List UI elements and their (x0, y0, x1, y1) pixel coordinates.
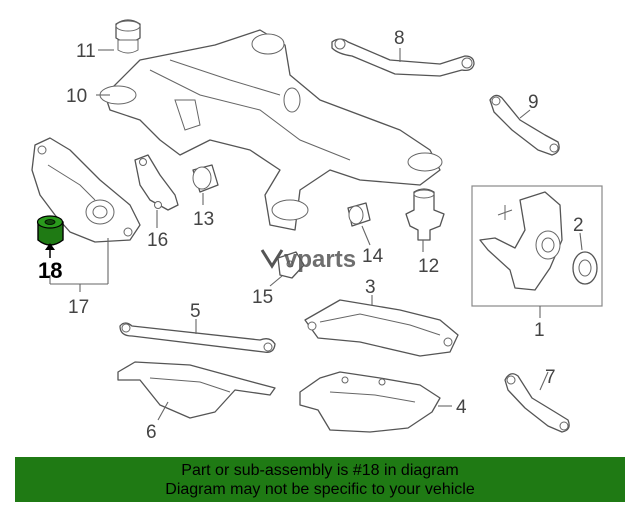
callout-labels: 1 2 3 4 5 6 7 8 9 10 11 12 13 14 15 16 1… (38, 28, 584, 443)
callout-2: 2 (573, 215, 584, 236)
callout-7: 7 (545, 367, 556, 388)
callout-12: 12 (418, 256, 439, 277)
lower-arm-part-3 (304, 299, 459, 357)
shock-mount-part-12 (405, 188, 445, 241)
mount-bracket-part-17 (31, 137, 141, 243)
part-info-banner: Part or sub-assembly is #18 in diagram D… (15, 457, 625, 502)
banner-line-disclaimer: Diagram may not be specific to your vehi… (165, 481, 475, 498)
callout-5: 5 (190, 301, 201, 322)
callout-9: 9 (528, 92, 539, 113)
leader-lines (45, 48, 583, 421)
callout-14: 14 (362, 246, 384, 267)
control-arm-part-7 (504, 373, 570, 433)
bushing-part-13 (192, 164, 219, 193)
bracket-part-16 (134, 154, 179, 211)
bushing-part-14 (347, 202, 371, 227)
callout-18-highlighted: 18 (38, 258, 62, 283)
callout-6: 6 (146, 422, 157, 443)
bracket-part-15 (277, 251, 305, 279)
callout-15: 15 (252, 287, 273, 308)
shield-part-4 (299, 371, 441, 433)
callout-11: 11 (76, 41, 96, 62)
callout-13: 13 (193, 209, 214, 230)
callout-8: 8 (394, 28, 405, 49)
control-arm-part-9 (489, 94, 560, 156)
parts-diagram: 1 2 3 4 5 6 7 8 9 10 11 12 13 14 15 16 1… (31, 19, 603, 443)
banner-line-part: Part or sub-assembly is #18 in diagram (181, 462, 459, 479)
link-rod-part-5 (119, 322, 276, 353)
knuckle-assembly-box (471, 185, 603, 307)
callout-4: 4 (456, 397, 467, 418)
bushing-part-11 (115, 19, 141, 54)
callout-1: 1 (534, 320, 545, 341)
callout-17: 17 (68, 297, 89, 318)
bushing-part-18 (36, 215, 64, 246)
vparts-watermark: vparts (260, 246, 356, 273)
shield-part-6 (117, 361, 276, 419)
callout-16: 16 (147, 230, 168, 251)
watermark-text: vparts (284, 246, 356, 273)
callout-3: 3 (365, 277, 376, 298)
subframe-part (99, 29, 443, 231)
callout-10: 10 (66, 86, 87, 107)
control-arm-part-8 (331, 38, 475, 77)
